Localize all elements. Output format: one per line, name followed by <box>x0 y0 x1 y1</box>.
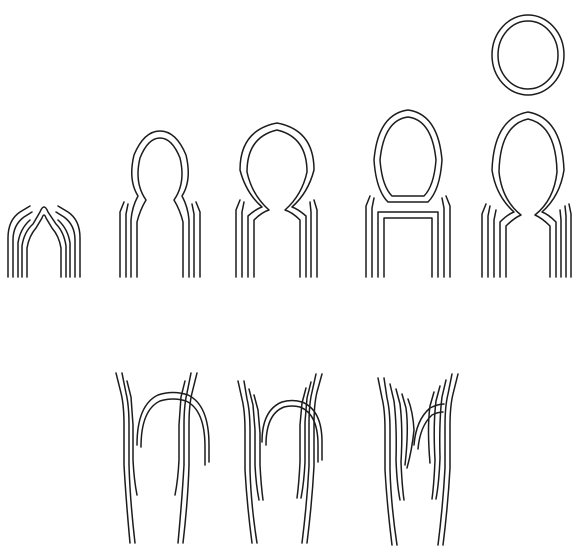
stage-4-bridged-bulb <box>366 110 450 277</box>
stage-1-budding-tip <box>8 206 80 277</box>
layer-1-two-layer-arch <box>116 373 209 543</box>
layer-3-fanned-layers <box>378 374 458 545</box>
layer-2-three-layer-arch <box>238 374 322 543</box>
stage-3-pinching-bulb <box>236 123 317 277</box>
stage-2-constricted-bulb <box>120 131 200 277</box>
stage-5-detached-ring <box>482 15 571 277</box>
